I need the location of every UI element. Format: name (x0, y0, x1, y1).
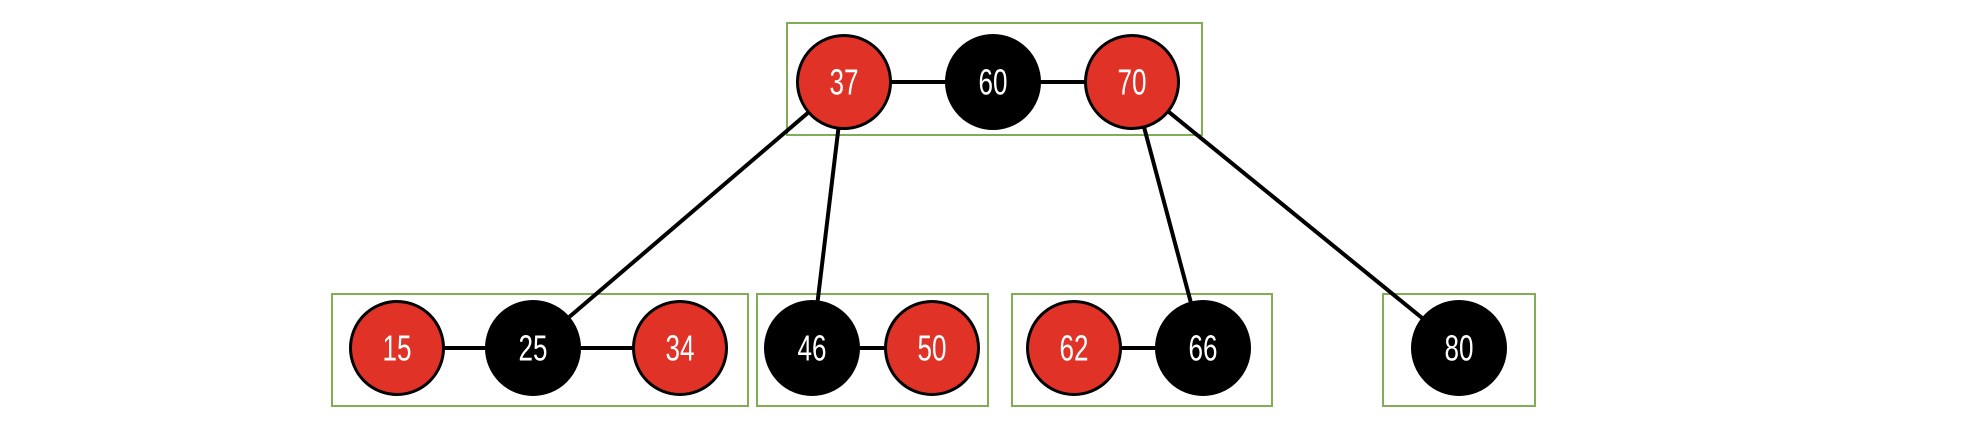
tree-node-70 (1084, 34, 1180, 130)
tree-node-label-15: 15 (383, 328, 412, 369)
tree-node-label-50: 50 (918, 328, 947, 369)
tree-node-80 (1411, 300, 1507, 396)
edge-child-link-70-80 (1130, 80, 1461, 350)
tree-node-60 (945, 34, 1041, 130)
tree-node-50 (884, 300, 980, 396)
tree-node-66 (1155, 300, 1251, 396)
tree-node-label-37: 37 (830, 62, 859, 103)
tree-node-62 (1026, 300, 1122, 396)
tree-node-label-62: 62 (1060, 328, 1089, 369)
tree-node-label-46: 46 (798, 328, 827, 369)
group-box-leaf-group-1 (331, 293, 749, 407)
tree-node-label-25: 25 (519, 328, 548, 369)
tree-node-46 (764, 300, 860, 396)
tree-node-label-70: 70 (1118, 62, 1147, 103)
tree-node-label-80: 80 (1445, 328, 1474, 369)
group-box-leaf-group-4 (1382, 293, 1536, 407)
group-box-root-group (786, 22, 1203, 136)
tree-node-34 (632, 300, 728, 396)
tree-node-label-66: 66 (1189, 328, 1218, 369)
group-box-leaf-group-2 (756, 293, 989, 407)
group-box-leaf-group-3 (1011, 293, 1273, 407)
tree-node-label-34: 34 (666, 328, 695, 369)
tree-node-label-60: 60 (979, 62, 1008, 103)
tree-node-25 (485, 300, 581, 396)
edge-child-link-37-25 (531, 80, 846, 350)
tree-node-15 (349, 300, 445, 396)
tree-node-37 (796, 34, 892, 130)
